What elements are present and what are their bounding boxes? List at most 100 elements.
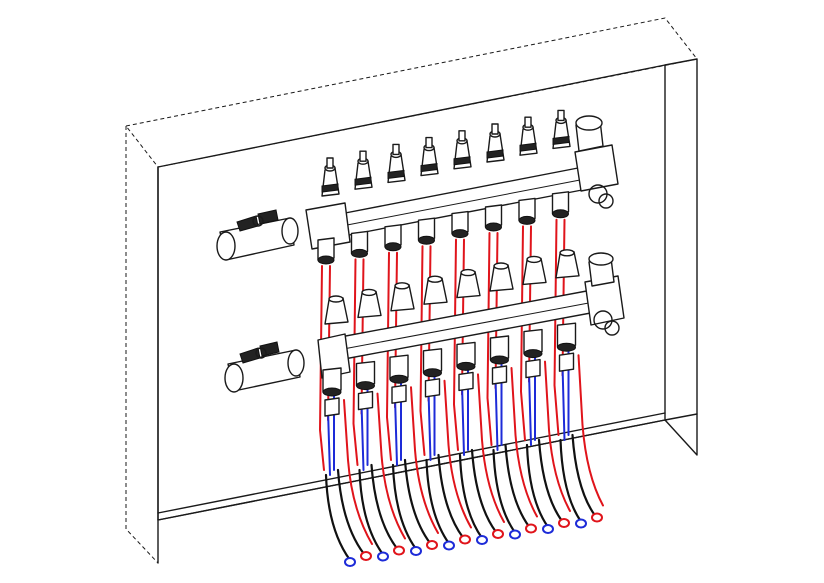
supply-pipe <box>477 373 505 523</box>
outlet-fitting <box>518 197 536 222</box>
flow-meter-stem <box>458 130 466 142</box>
flow-meter-ring <box>552 135 570 145</box>
outlet-nut <box>518 215 536 225</box>
supply-pipe <box>510 367 538 518</box>
valve-cap-top <box>361 288 377 297</box>
pipe-hose <box>458 453 484 540</box>
outlet-fitting <box>523 328 543 355</box>
ball-valve-upper <box>216 209 299 261</box>
supply-pipe <box>318 265 325 471</box>
outlet-fitting <box>322 367 342 393</box>
flow-meter-ring <box>519 142 537 152</box>
outlet-fitting <box>422 348 443 374</box>
outlet-fitting <box>484 204 503 228</box>
return-pipe-end <box>542 524 554 534</box>
supply-pipe <box>577 354 604 507</box>
supply-pipe-end <box>426 540 438 550</box>
supply-pipe <box>419 245 426 456</box>
supply-pipe <box>352 258 359 466</box>
flow-meter-stem <box>524 116 532 128</box>
supply-pipe <box>519 225 526 441</box>
outlet-fitting <box>456 341 476 368</box>
valve-cap-top <box>427 275 443 283</box>
return-pipe <box>461 383 465 456</box>
pipe-hose <box>437 453 465 539</box>
pipe-connector <box>525 358 541 379</box>
supply-pipe <box>452 238 459 451</box>
supply-pipe <box>343 399 373 545</box>
pipe-connector <box>491 365 508 385</box>
supply-pipe <box>376 392 406 540</box>
flow-meter-ring <box>387 169 405 179</box>
supply-pipe-end <box>525 523 537 534</box>
supply-pipe <box>385 251 392 461</box>
valve-cap-top <box>493 262 509 270</box>
outlet-nut <box>557 342 576 352</box>
supply-pipe-end <box>558 518 570 528</box>
ball-valve-lower <box>224 341 305 393</box>
pipe-hose <box>391 463 418 551</box>
pipe-connector <box>458 371 474 392</box>
pipe-hose <box>336 468 366 556</box>
supply-pipe-end <box>360 551 372 561</box>
pipe-hose <box>425 458 451 545</box>
valve-cap-top <box>559 249 575 257</box>
pipe-hose <box>358 468 385 556</box>
return-manifold <box>317 252 625 379</box>
outlet-fitting <box>489 335 510 361</box>
pipe-hose <box>537 438 564 523</box>
outlet-nut <box>456 361 476 371</box>
flow-meter-ring <box>453 156 471 166</box>
outlet-nut <box>418 235 435 245</box>
flow-meter-stem <box>392 143 400 156</box>
flow-meter-stem <box>425 136 433 149</box>
pipe-connector <box>424 378 441 398</box>
outlet-fitting <box>417 217 436 241</box>
flow-meter-stem <box>557 109 565 122</box>
outlet-nut <box>552 209 569 219</box>
outlet-nut <box>490 355 509 365</box>
return-pipe <box>528 370 532 446</box>
outlet-fitting <box>451 210 469 235</box>
return-pipe-end <box>575 518 587 529</box>
return-pipe-end <box>410 546 422 556</box>
flow-meter-stem <box>491 123 499 135</box>
return-pipe <box>427 389 432 461</box>
outlet-fitting <box>384 224 402 248</box>
pipe-hose <box>504 443 531 528</box>
flow-meter-ring <box>486 149 504 159</box>
outlet-nut <box>451 229 469 239</box>
outlet-nut <box>317 255 335 265</box>
pipe-hose <box>559 438 583 523</box>
flow-meter-stem <box>359 150 367 162</box>
return-manifold-valves <box>322 249 580 417</box>
outlet-nut <box>523 349 543 359</box>
outlet-nut <box>356 381 375 391</box>
supply-pipe-end <box>492 529 504 539</box>
flow-meter-ring <box>354 176 372 186</box>
supply-pipe <box>486 232 493 446</box>
return-pipe-end <box>443 540 455 551</box>
supply-manifold <box>305 115 619 250</box>
supply-pipe-end <box>393 545 405 556</box>
outlet-fitting <box>389 354 409 380</box>
pipe-connector <box>324 397 340 417</box>
supply-pipe-end <box>591 512 603 523</box>
return-pipe-end <box>509 529 521 540</box>
supply-pipe-end <box>459 534 471 545</box>
return-pipe <box>561 364 566 441</box>
outlet-fitting <box>350 230 369 255</box>
pipe-connector <box>391 384 407 404</box>
pipe-hose <box>571 433 597 517</box>
supply-pipe <box>443 379 472 529</box>
return-pipe <box>394 396 398 466</box>
outlet-nut <box>322 387 342 397</box>
return-pipe-end <box>344 557 356 567</box>
flow-meter-ring <box>420 163 438 173</box>
pipe-hose <box>403 458 432 545</box>
valve-cap-top <box>328 295 344 303</box>
valve-cap-top <box>526 255 542 264</box>
supply-manifold-valves <box>317 109 571 265</box>
valve-cap-top <box>460 268 476 277</box>
